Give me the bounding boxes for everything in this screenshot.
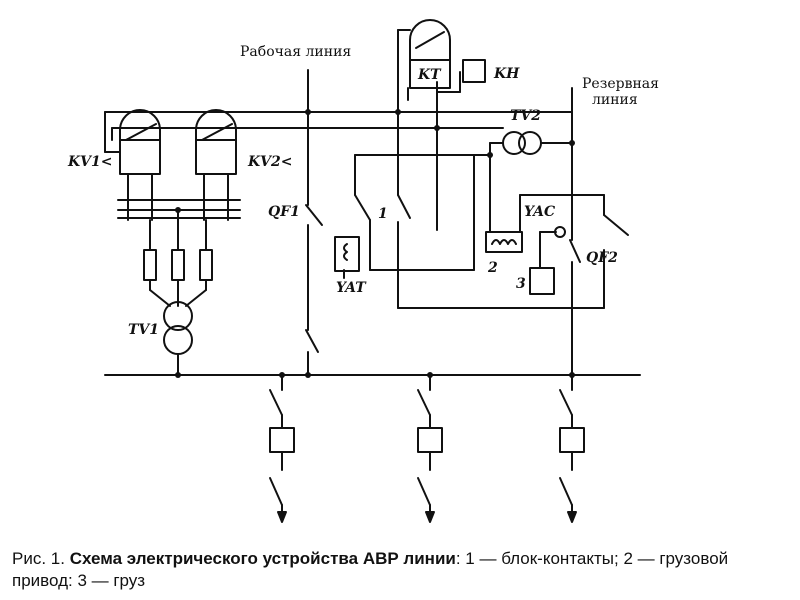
caption-rest: : 1 — блок-контакты; 2 — грузовой привод… — [12, 549, 729, 590]
kh-relay — [462, 59, 486, 83]
tv1-label: TV1 — [128, 322, 159, 338]
yac-label: YAC — [524, 204, 555, 220]
yac-coil — [485, 226, 566, 253]
caption-title: Схема электрического устройства АВР лини… — [69, 549, 456, 568]
kv2-label: KV2< — [247, 154, 293, 170]
caption-prefix: Рис. 1. — [12, 549, 70, 568]
yat-coil — [334, 236, 360, 272]
qf2-label: QF2 — [586, 250, 618, 266]
tv2-transformer — [502, 131, 542, 155]
feeder-1 — [269, 374, 295, 523]
reserve-line-label-1: Резервная — [582, 76, 659, 92]
label-1: 1 — [378, 206, 388, 222]
working-line — [305, 69, 323, 376]
avr-circuit-diagram: Рабочая линия Резервная линия KT KH TV2 … — [67, 19, 659, 523]
tv1-transformer — [163, 301, 193, 376]
working-line-label: Рабочая линия — [240, 44, 351, 60]
feeder-2 — [417, 374, 443, 523]
weight-box — [529, 267, 555, 295]
yat-label: YAT — [336, 280, 367, 296]
tv2-label: TV2 — [510, 108, 541, 124]
kv1-relay — [119, 109, 161, 175]
figure-caption: Рис. 1. Схема электрического устройства … — [12, 548, 782, 592]
kv1-label: KV1< — [67, 154, 113, 170]
kt-label: KT — [417, 67, 442, 83]
reserve-line-label-2: линия — [592, 92, 638, 108]
kt-relay — [409, 19, 451, 89]
label-3: 3 — [516, 276, 526, 292]
qf1-label: QF1 — [268, 204, 300, 220]
kh-label: KH — [493, 66, 520, 82]
junction-dots — [175, 109, 575, 378]
feeder-3 — [559, 374, 585, 523]
fuses — [143, 249, 213, 307]
reserve-line — [569, 87, 581, 376]
label-2: 2 — [487, 260, 498, 276]
kv2-relay — [195, 109, 237, 175]
